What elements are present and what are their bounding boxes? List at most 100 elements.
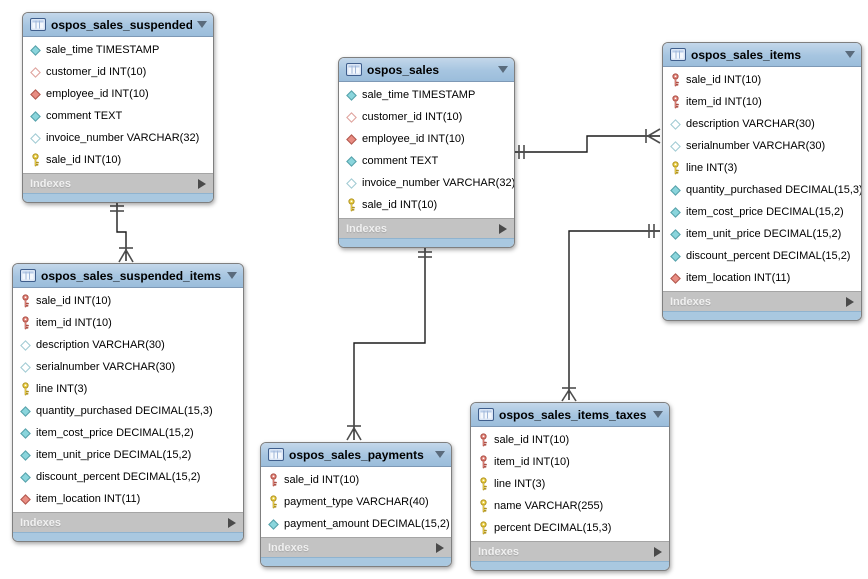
fk-nullable-column-icon (345, 111, 357, 123)
column-row[interactable]: line INT(3) (471, 473, 669, 495)
collapse-triangle-icon[interactable] (227, 272, 237, 279)
table-header[interactable]: ospos_sales_payments (261, 443, 451, 467)
column-row[interactable]: serialnumber VARCHAR(30) (663, 135, 861, 157)
column-row[interactable]: customer_id INT(10) (23, 61, 213, 83)
column-row[interactable]: line INT(3) (663, 157, 861, 179)
column-row[interactable]: description VARCHAR(30) (13, 334, 243, 356)
column-row[interactable]: item_unit_price DECIMAL(15,2) (663, 223, 861, 245)
column-row[interactable]: item_id INT(10) (663, 91, 861, 113)
table-columns: sale_id INT(10) payment_type VARCHAR(40)… (261, 467, 451, 537)
column-row[interactable]: item_cost_price DECIMAL(15,2) (13, 422, 243, 444)
table-bottom-strip (261, 557, 451, 566)
expand-indexes-icon[interactable] (436, 542, 444, 553)
table-header[interactable]: ospos_sales_suspended (23, 13, 213, 37)
column-row[interactable]: customer_id INT(10) (339, 106, 514, 128)
table-icon (268, 448, 284, 461)
indexes-footer[interactable]: Indexes (663, 291, 861, 311)
column-row[interactable]: sale_id INT(10) (663, 69, 861, 91)
column-label: sale_time TIMESTAMP (46, 44, 160, 56)
table-header[interactable]: ospos_sales (339, 58, 514, 82)
column-row[interactable]: sale_id INT(10) (339, 194, 514, 216)
pk-column-icon (477, 477, 489, 491)
table-figure-ospos_sales_payments[interactable]: ospos_sales_payments sale_id INT(10) pay… (260, 442, 452, 567)
column-row[interactable]: item_location INT(11) (663, 267, 861, 289)
cardinality-mark (353, 427, 362, 441)
column-row[interactable]: discount_percent DECIMAL(15,2) (663, 245, 861, 267)
table-icon (20, 269, 36, 282)
column-label: item_id INT(10) (494, 456, 570, 468)
nullable-column-icon (345, 177, 357, 189)
column-row[interactable]: sale_time TIMESTAMP (23, 39, 213, 61)
column-row[interactable]: item_id INT(10) (471, 451, 669, 473)
column-row[interactable]: employee_id INT(10) (339, 128, 514, 150)
column-row[interactable]: description VARCHAR(30) (663, 113, 861, 135)
collapse-triangle-icon[interactable] (845, 51, 855, 58)
cardinality-mark (647, 135, 661, 144)
column-row[interactable]: comment TEXT (23, 105, 213, 127)
column-row[interactable]: invoice_number VARCHAR(32) (23, 127, 213, 149)
column-row[interactable]: discount_percent DECIMAL(15,2) (13, 466, 243, 488)
collapse-triangle-icon[interactable] (197, 21, 207, 28)
table-bottom-strip (23, 193, 213, 202)
rel-sales-to-sales_items[interactable] (513, 128, 661, 159)
notnull-column-icon (669, 206, 681, 218)
column-row[interactable]: percent DECIMAL(15,3) (471, 517, 669, 539)
column-label: payment_type VARCHAR(40) (284, 496, 429, 508)
collapse-triangle-icon[interactable] (498, 66, 508, 73)
table-header[interactable]: ospos_sales_suspended_items (13, 264, 243, 288)
rel-sales-to-sales_payments[interactable] (346, 245, 432, 441)
table-figure-ospos_sales_items_taxes[interactable]: ospos_sales_items_taxes sale_id INT(10) … (470, 402, 670, 571)
collapse-triangle-icon[interactable] (435, 451, 445, 458)
expand-indexes-icon[interactable] (228, 517, 236, 528)
indexes-footer[interactable]: Indexes (471, 541, 669, 561)
column-row[interactable]: sale_id INT(10) (13, 290, 243, 312)
rel-sales_suspended-to-suspended_items[interactable] (110, 200, 134, 263)
relationship-line[interactable] (513, 135, 660, 153)
table-figure-ospos_sales_items[interactable]: ospos_sales_items sale_id INT(10) item_i… (662, 42, 862, 321)
column-row[interactable]: name VARCHAR(255) (471, 495, 669, 517)
indexes-label: Indexes (670, 295, 711, 308)
table-columns: sale_id INT(10) item_id INT(10) descript… (663, 67, 861, 291)
indexes-footer[interactable]: Indexes (13, 512, 243, 532)
indexes-footer[interactable]: Indexes (261, 537, 451, 557)
column-row[interactable]: item_cost_price DECIMAL(15,2) (663, 201, 861, 223)
indexes-footer[interactable]: Indexes (23, 173, 213, 193)
column-row[interactable]: payment_type VARCHAR(40) (261, 491, 451, 513)
collapse-triangle-icon[interactable] (653, 411, 663, 418)
relationship-line[interactable] (116, 200, 127, 261)
table-columns: sale_time TIMESTAMP customer_id INT(10) … (23, 37, 213, 173)
column-row[interactable]: sale_id INT(10) (261, 469, 451, 491)
table-figure-ospos_sales_suspended_items[interactable]: ospos_sales_suspended_items sale_id INT(… (12, 263, 244, 542)
column-row[interactable]: employee_id INT(10) (23, 83, 213, 105)
column-row[interactable]: sale_id INT(10) (471, 429, 669, 451)
column-row[interactable]: invoice_number VARCHAR(32) (339, 172, 514, 194)
expand-indexes-icon[interactable] (198, 178, 206, 189)
column-row[interactable]: item_location INT(11) (13, 488, 243, 510)
notnull-column-icon (345, 89, 357, 101)
expand-indexes-icon[interactable] (846, 296, 854, 307)
column-row[interactable]: payment_amount DECIMAL(15,2) (261, 513, 451, 535)
pkfk-column-icon (19, 294, 31, 308)
relationship-line[interactable] (568, 230, 660, 400)
column-row[interactable]: quantity_purchased DECIMAL(15,3) (13, 400, 243, 422)
expand-indexes-icon[interactable] (499, 223, 507, 234)
table-header[interactable]: ospos_sales_items (663, 43, 861, 67)
column-row[interactable]: comment TEXT (339, 150, 514, 172)
column-row[interactable]: item_unit_price DECIMAL(15,2) (13, 444, 243, 466)
column-row[interactable]: line INT(3) (13, 378, 243, 400)
column-row[interactable]: quantity_purchased DECIMAL(15,3) (663, 179, 861, 201)
column-row[interactable]: item_id INT(10) (13, 312, 243, 334)
table-figure-ospos_sales_suspended[interactable]: ospos_sales_suspended sale_time TIMESTAM… (22, 12, 214, 203)
column-label: sale_id INT(10) (36, 295, 112, 307)
indexes-footer[interactable]: Indexes (339, 218, 514, 238)
relationship-line[interactable] (353, 245, 426, 440)
column-row[interactable]: sale_time TIMESTAMP (339, 84, 514, 106)
column-label: item_cost_price DECIMAL(15,2) (686, 206, 844, 218)
expand-indexes-icon[interactable] (654, 546, 662, 557)
column-row[interactable]: serialnumber VARCHAR(30) (13, 356, 243, 378)
column-row[interactable]: sale_id INT(10) (23, 149, 213, 171)
cardinality-mark (561, 389, 570, 402)
table-figure-ospos_sales[interactable]: ospos_sales sale_time TIMESTAMP customer… (338, 57, 515, 248)
rel-sales_items-to-sales_items_taxes[interactable] (561, 224, 660, 402)
table-header[interactable]: ospos_sales_items_taxes (471, 403, 669, 427)
